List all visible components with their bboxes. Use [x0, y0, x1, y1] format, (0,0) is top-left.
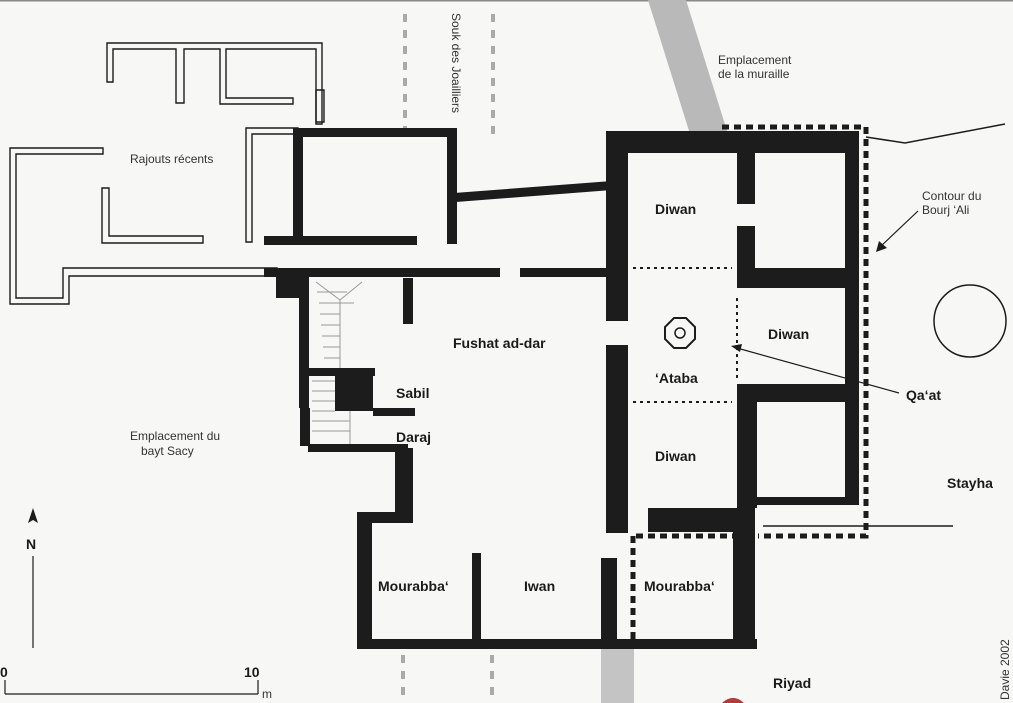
- contour-label-line2: Bourj ‘Ali: [922, 203, 969, 217]
- top-edge: [0, 0, 1013, 2]
- room-mourabba-left: Mourabba‘: [378, 578, 449, 594]
- scale-unit-label: m: [262, 687, 272, 701]
- staircase: [312, 281, 363, 444]
- riyad-label: Riyad: [773, 675, 811, 691]
- fountain-icon: [664, 317, 696, 349]
- room-diwan-right: Diwan: [768, 326, 809, 342]
- stayha-label: Stayha: [947, 475, 993, 491]
- scale-start-label: 0: [0, 664, 8, 680]
- rajouts-label: Rajouts récents: [130, 152, 213, 166]
- rampart-band: [648, 0, 728, 134]
- street-band-bottom: [601, 645, 634, 703]
- circle-feature: [933, 284, 1007, 358]
- contour-label-line1: Contour du: [922, 189, 981, 203]
- room-daraj: Daraj: [396, 429, 431, 445]
- contour-line-top: [865, 123, 1006, 144]
- recent-additions-walls: [9, 42, 325, 305]
- mourabba-contour: [630, 533, 733, 644]
- scale-bar: [4, 680, 259, 695]
- room-sabil: Sabil: [396, 385, 429, 401]
- bayt-label-line2: bayt Sacy: [141, 444, 194, 458]
- red-marker: [722, 698, 744, 703]
- contour-arrow: [876, 210, 919, 252]
- north-arrow-icon: [28, 508, 38, 648]
- qaat-label: Qa‘at: [906, 387, 941, 403]
- muraille-label-line2: de la muraille: [718, 67, 790, 81]
- bayt-label-line1: Emplacement du: [130, 429, 220, 443]
- bourj-contour: [722, 124, 869, 539]
- souk-label: Souk des Joailliers: [449, 13, 463, 113]
- room-diwan-bottom: Diwan: [655, 448, 696, 464]
- room-mourabba-right: Mourabba‘: [644, 578, 715, 594]
- room-fushat: Fushat ad-dar: [453, 335, 546, 351]
- scale-end-label: 10: [244, 664, 260, 680]
- north-label: N: [26, 536, 36, 552]
- room-diwan-top: Diwan: [655, 201, 696, 217]
- muraille-label-line1: Emplacement: [718, 53, 792, 67]
- room-ataba: ‘Ataba: [655, 370, 698, 386]
- credit-label: Davie 2002: [998, 639, 1012, 700]
- qaat-arrow: [731, 344, 900, 394]
- main-walls: [264, 128, 859, 649]
- room-iwan: Iwan: [524, 578, 555, 594]
